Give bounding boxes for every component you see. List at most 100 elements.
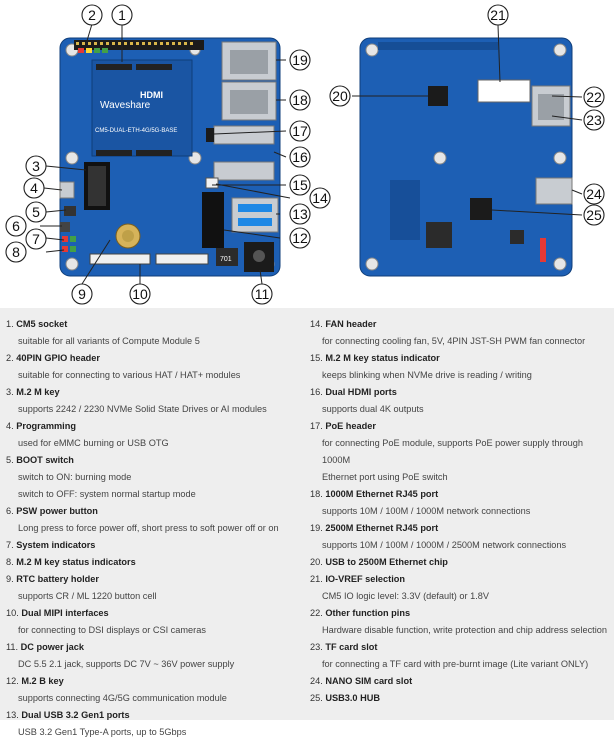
legend-item-description: Hardware disable function, write protect… [322, 625, 607, 635]
legend-item-number: 13. [6, 710, 19, 720]
legend-item: 8. M.2 M key status indicators [6, 554, 306, 571]
legend-item-heading: 20. USB to 2500M Ethernet chip [310, 554, 610, 571]
legend-item-description: supports 10M / 100M / 1000M / 2500M netw… [322, 540, 567, 550]
legend-item-heading: 6. PSW power button [6, 503, 306, 520]
callout-15: 15 [289, 174, 311, 196]
legend-item-number: 4. [6, 421, 14, 431]
legend-item-heading: 10. Dual MIPI interfaces [6, 605, 306, 622]
legend-item-heading: 7. System indicators [6, 537, 306, 554]
callout-25: 25 [583, 204, 605, 226]
legend-item-number: 23. [310, 642, 323, 652]
legend-item-heading: 5. BOOT switch [6, 452, 306, 469]
svg-text:3: 3 [32, 158, 40, 174]
legend-item-title: BOOT switch [16, 455, 74, 465]
back-board [359, 37, 573, 277]
front-board: Waveshare HDMI CM5-DUAL-ETH-4G/5G-BASE 7… [59, 37, 281, 277]
legend-item-heading: 24. NANO SIM card slot [310, 673, 610, 690]
legend-item-title: USB to 2500M Ethernet chip [325, 557, 448, 567]
svg-text:6: 6 [12, 218, 20, 234]
svg-text:17: 17 [292, 123, 308, 139]
svg-text:19: 19 [292, 52, 308, 68]
legend-item-heading: 9. RTC battery holder [6, 571, 306, 588]
legend-item-title: System indicators [16, 540, 96, 550]
legend-item-description: for connecting to DSI displays or CSI ca… [18, 625, 206, 635]
svg-text:9: 9 [78, 286, 86, 302]
legend-item-heading: 8. M.2 M key status indicators [6, 554, 306, 571]
legend-item-description: supports connecting 4G/5G communication … [18, 693, 227, 703]
legend-item-number: 1. [6, 319, 14, 329]
svg-text:10: 10 [132, 286, 148, 302]
legend-item-heading: 16. Dual HDMI ports [310, 384, 610, 401]
legend-item-title: DC power jack [20, 642, 84, 652]
svg-text:15: 15 [292, 177, 308, 193]
legend-item-description: CM5 IO logic level: 3.3V (default) or 1.… [322, 591, 489, 601]
chip-label: 701 [220, 256, 232, 263]
legend-item: 4. Programming used for eMMC burning or U… [6, 418, 306, 452]
legend-item: 5. BOOT switch switch to ON: burning mode… [6, 452, 306, 503]
callout-21: 21 [487, 4, 509, 26]
legend-item-description: switch to ON: burning mode [18, 472, 132, 482]
callout-6: 6 [5, 215, 27, 237]
svg-text:8: 8 [12, 244, 20, 260]
legend-item-number: 18. [310, 489, 323, 499]
legend-item-number: 20. [310, 557, 323, 567]
callout-14: 14 [309, 187, 331, 209]
legend-item-description: DC 5.5 2.1 jack, supports DC 7V ~ 36V po… [18, 659, 235, 669]
legend-item-description: supports 2242 / 2230 NVMe Solid State Dr… [18, 404, 267, 414]
callout-23: 23 [583, 109, 605, 131]
svg-text:13: 13 [292, 206, 308, 222]
legend-item-number: 21. [310, 574, 323, 584]
callout-10: 10 [129, 283, 151, 305]
legend-item: 3. M.2 M key supports 2242 / 2230 NVMe So… [6, 384, 306, 418]
legend-item-description: supports dual 4K outputs [322, 404, 424, 414]
callout-24: 24 [583, 183, 605, 205]
legend-item-title: M.2 M key [16, 387, 60, 397]
legend-item-number: 9. [6, 574, 14, 584]
svg-text:16: 16 [292, 149, 308, 165]
legend-item: 10. Dual MIPI interfaces for connecting t… [6, 605, 306, 639]
legend-item-number: 8. [6, 557, 14, 567]
legend-item-heading: 3. M.2 M key [6, 384, 306, 401]
legend-item-title: 40PIN GPIO header [16, 353, 100, 363]
callout-12: 12 [289, 227, 311, 249]
svg-text:12: 12 [292, 230, 308, 246]
legend-item-title: RTC battery holder [16, 574, 99, 584]
callout-16: 16 [289, 146, 311, 168]
svg-text:24: 24 [586, 186, 602, 202]
legend-item-description: USB 3.2 Gen1 Type-A ports, up to 5Gbps [18, 727, 187, 737]
legend-item-heading: 17. PoE header [310, 418, 610, 435]
legend-item: 16. Dual HDMI ports supports dual 4K outp… [310, 384, 610, 418]
callout-5: 5 [25, 201, 47, 223]
legend-item-number: 19. [310, 523, 323, 533]
svg-text:22: 22 [586, 89, 602, 105]
legend-item-heading: 13. Dual USB 3.2 Gen1 ports [6, 707, 306, 724]
legend-item-heading: 19. 2500M Ethernet RJ45 port [310, 520, 610, 537]
legend-item-heading: 18. 1000M Ethernet RJ45 port [310, 486, 610, 503]
legend-item-description: suitable for all variants of Compute Mod… [18, 336, 200, 346]
legend-item-number: 17. [310, 421, 323, 431]
legend-item-description: switch to OFF: system normal startup mod… [18, 489, 196, 499]
callout-22: 22 [583, 86, 605, 108]
legend-item-description: Long press to force power off, short pre… [18, 523, 279, 533]
callout-9: 9 [71, 283, 93, 305]
svg-text:5: 5 [32, 204, 40, 220]
legend-item-description: Ethernet port using PoE switch [322, 472, 448, 482]
legend-item-heading: 4. Programming [6, 418, 306, 435]
legend-item-number: 2. [6, 353, 14, 363]
legend-item-number: 7. [6, 540, 14, 550]
legend-item-description: used for eMMC burning or USB OTG [18, 438, 169, 448]
legend-item-number: 11. [6, 642, 19, 652]
legend-item-title: Programming [16, 421, 76, 431]
legend-item-heading: 25. USB3.0 HUB [310, 690, 610, 707]
legend-item-title: 2500M Ethernet RJ45 port [325, 523, 439, 533]
